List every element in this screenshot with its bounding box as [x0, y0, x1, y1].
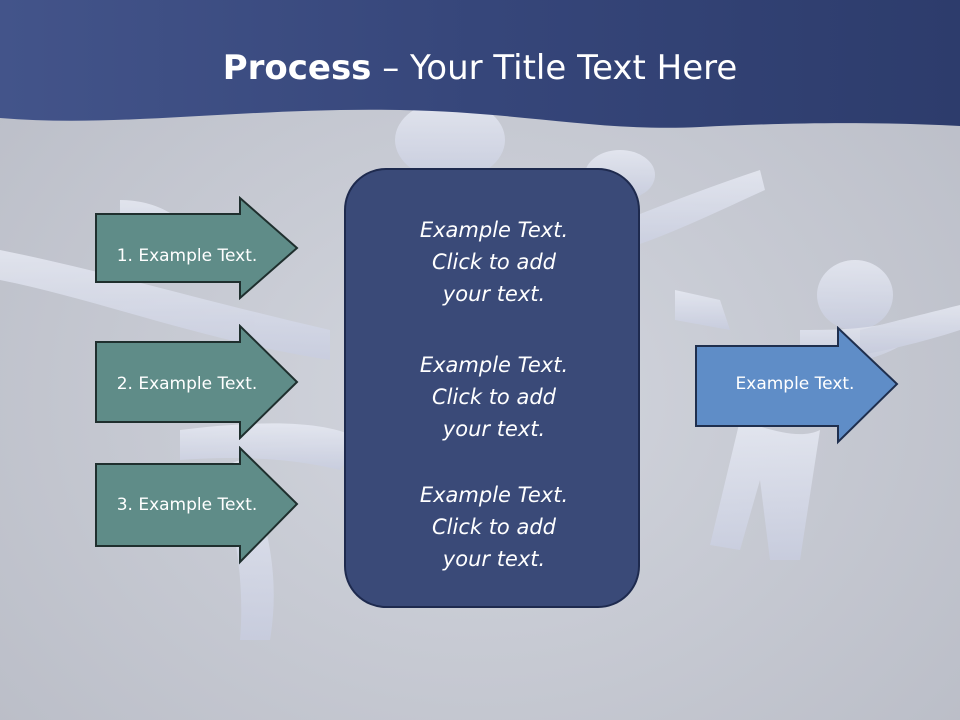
input-arrow-1[interactable]: [94, 196, 300, 300]
output-arrow-label: Example Text.: [735, 374, 855, 394]
output-arrow[interactable]: [694, 326, 900, 446]
input-arrow-3-label: 3. Example Text.: [116, 495, 258, 515]
input-arrow-1-label: 1. Example Text.: [116, 246, 258, 266]
title-bold: Process: [222, 48, 372, 88]
input-arrow-2[interactable]: [94, 324, 300, 440]
process-text-3: Example Text. Click to add your text.: [419, 483, 569, 571]
slide-title[interactable]: Process – Your Title Text Here: [0, 48, 960, 88]
input-arrow-2-label: 2. Example Text.: [116, 374, 258, 394]
process-text-2: Example Text. Click to add your text.: [419, 353, 569, 441]
process-text-1: Example Text. Click to add your text.: [419, 218, 569, 306]
title-rest: – Your Title Text Here: [371, 48, 738, 88]
input-arrow-3[interactable]: [94, 446, 300, 566]
process-box[interactable]: Example Text. Click to add your text. Ex…: [344, 168, 640, 608]
